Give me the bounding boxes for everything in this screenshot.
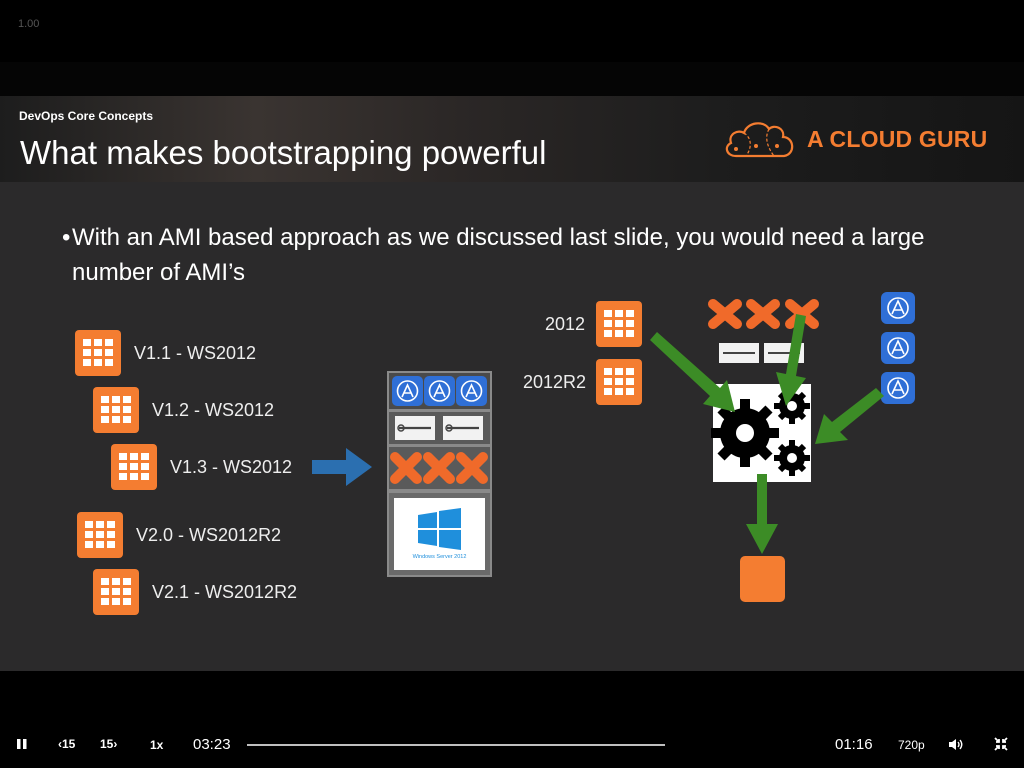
remaining-time: 01:16	[835, 736, 873, 753]
gears-icon	[711, 388, 810, 476]
logo-text: A CLOUD GURU	[807, 126, 988, 152]
ami-icon	[596, 301, 642, 347]
bootstrap-diagram	[650, 292, 915, 602]
windows-logo-icon	[418, 508, 461, 550]
player-controls: ‹15 15› 1x 03:23 01:16 720p	[0, 671, 1024, 768]
speed-readout: 1.00	[18, 18, 40, 30]
chevron-left-icon: ‹	[58, 737, 62, 751]
base-ami-item: 2012	[523, 300, 643, 348]
wrench-icon	[395, 416, 483, 440]
slide: DevOps Core Concepts What makes bootstra…	[0, 96, 1024, 671]
base-ami-item: 2012R2	[523, 358, 643, 406]
ami-label: V1.3 - WS2012	[170, 456, 293, 477]
exit-fullscreen-icon[interactable]	[994, 737, 1008, 751]
rewind-15-button[interactable]: ‹15	[58, 737, 75, 751]
bullet-point: • With an AMI based approach as we discu…	[62, 220, 992, 290]
a-cloud-guru-logo: A CLOUD GURU	[722, 116, 1002, 162]
green-arrow-icon	[650, 314, 884, 554]
forward-15-button[interactable]: 15›	[100, 737, 117, 751]
patch-icon	[708, 299, 819, 329]
ami-layer-stack: Windows Server 2012	[387, 371, 492, 577]
quality-button[interactable]: 720p	[898, 738, 925, 752]
ami-label: V1.1 - WS2012	[134, 342, 257, 363]
ami-item: V2.1 - WS2012R2	[92, 568, 297, 616]
ami-item: V2.0 - WS2012R2	[76, 511, 281, 559]
chevron-right-icon: ›	[113, 737, 118, 751]
forward-label: 15	[100, 737, 114, 751]
ami-label: V2.1 - WS2012R2	[152, 581, 298, 602]
elapsed-time: 03:23	[193, 736, 231, 753]
playback-rate-button[interactable]: 1x	[150, 738, 164, 752]
ami-item: V1.1 - WS2012	[74, 329, 256, 377]
ami-icon	[93, 387, 139, 433]
rewind-label: 15	[62, 737, 76, 751]
right-arrow-icon	[312, 448, 372, 486]
volume-icon[interactable]	[948, 738, 964, 751]
ami-icon	[596, 359, 642, 405]
slide-title: What makes bootstrapping powerful	[20, 134, 547, 171]
ami-icon	[93, 569, 139, 615]
ami-label: V2.0 - WS2012R2	[136, 524, 282, 545]
pause-icon[interactable]	[16, 738, 28, 750]
app-store-icon	[881, 292, 915, 404]
bullet-dot-icon: •	[62, 224, 71, 251]
ami-item: V1.3 - WS2012	[110, 443, 292, 491]
ami-icon	[75, 330, 121, 376]
slide-header: DevOps Core Concepts What makes bootstra…	[0, 96, 1024, 182]
instance-icon	[740, 556, 785, 602]
layer-stack-graphic	[389, 373, 490, 575]
ami-icon	[77, 512, 123, 558]
base-ami-label: 2012R2	[523, 371, 587, 392]
ami-label: V1.2 - WS2012	[152, 399, 275, 420]
course-name: DevOps Core Concepts	[19, 109, 154, 123]
os-caption: Windows Server 2012	[412, 554, 467, 560]
cloud-logo-icon	[725, 122, 794, 158]
ami-icon	[111, 444, 157, 490]
patch-icon	[390, 452, 488, 484]
top-band	[0, 62, 1024, 96]
ami-item: V1.2 - WS2012	[92, 386, 274, 434]
progress-bar[interactable]	[247, 744, 665, 746]
base-ami-label: 2012	[544, 313, 585, 334]
app-store-icon	[392, 376, 487, 406]
bullet-text: With an AMI based approach as we discuss…	[72, 224, 925, 286]
